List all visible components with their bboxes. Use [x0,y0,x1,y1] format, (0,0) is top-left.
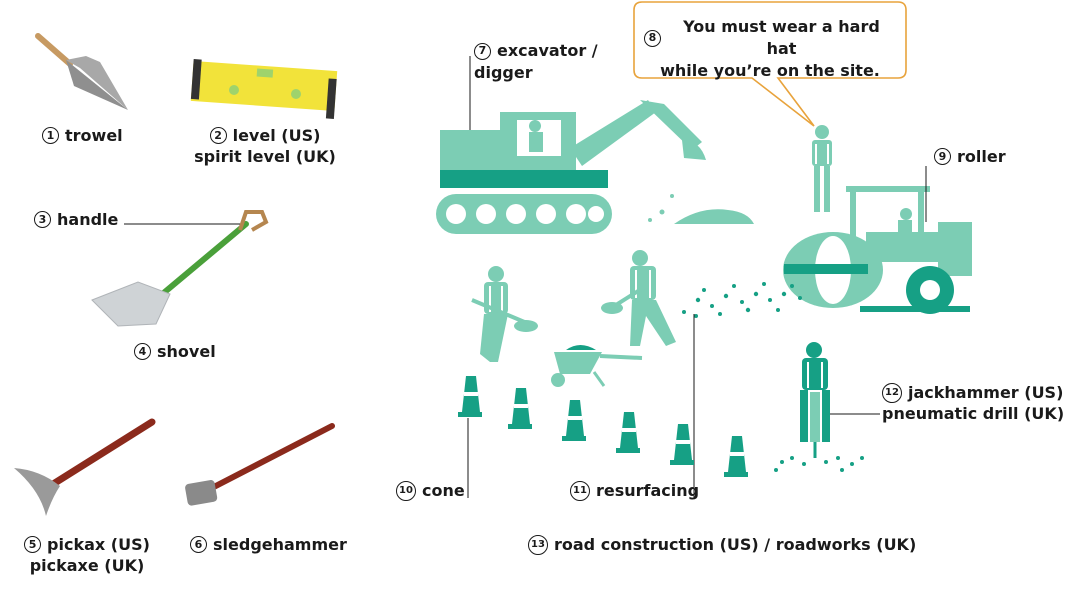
shovel-illustration [91,210,269,327]
label-road-construction: 13 road construction (US) / roadworks (U… [528,534,916,555]
handle-text: handle [57,210,119,229]
digger-text: digger [474,63,533,82]
resurfacing-gravel [682,282,802,318]
label-level: 2 level (US) spirit level (UK) [194,125,336,167]
label-roller: 9 roller [934,146,1006,167]
level-uk-text: spirit level (UK) [194,147,336,166]
label-pickax: 5 pickax (US) pickaxe (UK) [22,534,152,576]
speech-bubble [633,1,907,127]
sledgehammer-text: sledgehammer [213,535,347,554]
level-us-text: level (US) [232,126,321,145]
hard-hat-line1: You must wear a hard hat [683,17,880,58]
number-badge: 5 [24,536,42,553]
cone-text: cone [422,481,465,500]
number-badge: 8 [644,29,661,47]
cones-illustration [458,376,748,477]
trowel-illustration [35,33,128,110]
roller-text: roller [957,147,1006,166]
trowel-text: trowel [65,126,123,145]
number-badge: 12 [882,382,902,403]
sledgehammer-illustration [185,423,335,506]
label-handle: 3 handle [34,209,118,230]
label-excavator: 7 excavator / digger [474,40,598,84]
number-badge: 10 [396,480,416,501]
number-badge: 1 [42,127,59,144]
pickax-illustration [14,418,156,516]
label-shovel: 4 shovel [134,341,216,362]
label-cone: 10 cone [396,480,465,501]
resurfacing-text: resurfacing [596,481,700,500]
level-illustration [190,59,338,119]
worker-hard-hat-illustration [812,125,832,212]
number-badge: 3 [34,211,51,228]
label-trowel: 1 trowel [42,125,123,146]
label-jackhammer: 12 jackhammer (US) pneumatic drill (UK) [882,382,1064,424]
pickax-uk-text: pickaxe (UK) [29,556,145,575]
pickax-us-text: pickax (US) [47,535,150,554]
number-badge: 7 [474,42,491,60]
number-badge: 4 [134,343,151,360]
excavator-text: excavator / [497,41,598,60]
number-badge: 11 [570,480,590,501]
roller-illustration [783,186,972,314]
label-hard-hat-speech: 8 You must wear a hard hat while you’re o… [644,16,896,82]
number-badge: 9 [934,148,951,165]
label-sledgehammer: 6 sledgehammer [190,534,347,555]
number-badge: 2 [209,127,227,144]
hard-hat-line2: while you’re on the site. [660,61,880,80]
number-badge: 6 [190,536,207,553]
excavator-illustration [436,100,754,234]
jackhammer-us-text: jackhammer (US) [908,383,1064,402]
jackhammer-worker-illustration [774,342,864,472]
shovel-text: shovel [157,342,216,361]
road-construction-text: road construction (US) / roadworks (UK) [554,535,917,554]
number-badge: 13 [528,534,548,555]
workers-shoveling-illustration [471,250,676,387]
jackhammer-uk-text: pneumatic drill (UK) [882,404,1065,423]
label-resurfacing: 11 resurfacing [570,480,699,501]
